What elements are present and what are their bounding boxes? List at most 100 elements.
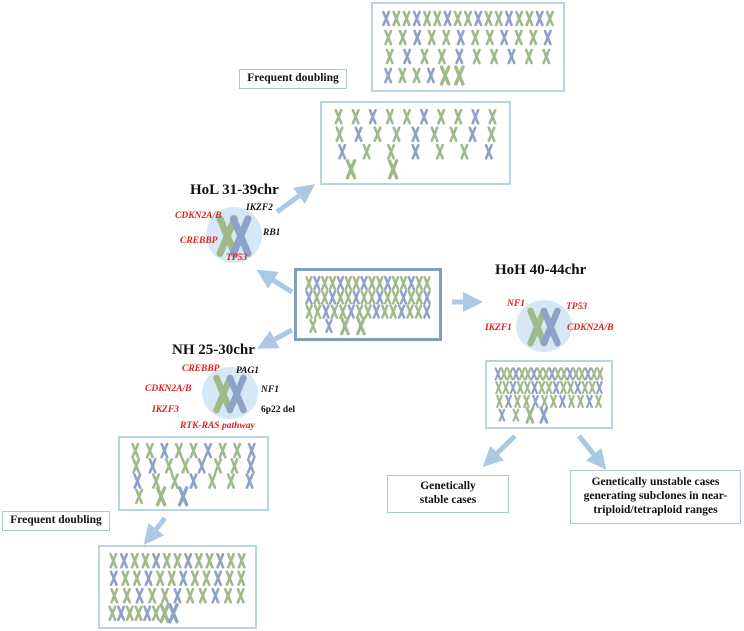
chromosome [204,442,213,459]
chromosome [162,552,171,569]
chromosome [121,570,130,587]
chromosome [237,552,246,569]
chromosome-pair [213,374,247,414]
chromosome [535,10,544,27]
chromosome [237,570,246,587]
chromosome [423,290,431,305]
chromosome [245,473,254,489]
chromosome [383,290,392,305]
chromosome [411,126,420,143]
chromosome [514,394,521,408]
chromosome [131,442,140,459]
chromosome [110,587,119,604]
chromosome [442,29,451,46]
chromosome [484,10,493,27]
chromosome [495,381,503,395]
chromosome [168,603,179,624]
chromosome [335,126,344,143]
chromosome [531,381,539,395]
chromosome [437,108,446,125]
chromosome [559,394,566,408]
chromosome [559,381,567,395]
chromosome [143,605,152,622]
chromosome [487,126,496,143]
chromosome-set [494,367,604,424]
chromosome [568,394,575,408]
chromosome [376,290,384,305]
chromosome [454,65,465,86]
chromosome [596,367,604,381]
chromosome [330,304,339,319]
chromosome [145,442,154,459]
chromosome [208,473,217,489]
chromosome [415,290,423,305]
chromosome [159,603,170,624]
chromosome [177,486,189,507]
chromosome [246,458,255,474]
chromosome [509,381,517,395]
chromosome [338,143,347,160]
chromosome [233,442,242,459]
chromosome [226,552,235,569]
chromosome [173,587,182,604]
chromosome [507,48,516,65]
chromosome [502,381,510,395]
chromosome [167,570,176,587]
chromosome [247,442,256,459]
chromosome [584,367,592,381]
arrow-nh-to-doubled [143,516,167,545]
chromosome [368,290,376,305]
hoh-gene-cdkn2ab: CDKN2A/B [567,323,614,333]
hol-gene-rb1: RB1 [263,228,281,238]
chromosome [189,442,198,459]
chromosome [536,367,544,381]
hol-gene-ikzf2: IKZF2 [246,203,273,213]
chromosome-pair [216,215,252,257]
chromosome [474,10,483,27]
chromosome [230,458,239,474]
chromosome [552,381,560,395]
nh-gene-rtk-ras: RTK-RAS pathway [180,421,255,431]
chromosome [538,381,546,395]
chromosome [134,605,143,622]
chromosome [179,570,188,587]
nh-gene-ikzf3: IKZF3 [152,405,179,415]
nh-gene-6p22-del: 6p22 del [261,405,296,415]
hoh-gene-ikzf1: IKZF1 [485,323,512,333]
chromosome [542,48,551,65]
chromosome [309,318,317,334]
chromosome [498,408,506,422]
chromosome [135,587,144,604]
chromosome [484,143,493,160]
chromosome [218,442,227,459]
hoh-gene-nf1: NF1 [507,299,525,309]
nh-gene-nf1: NF1 [261,385,279,395]
chromosome [340,316,350,336]
chromosome [313,275,321,291]
chromosome-set [108,552,246,624]
chromosome [471,29,480,46]
genetically-stable-label: Genetically stable cases [387,475,509,513]
chromosome [586,394,593,408]
chromosome [328,275,337,291]
chromosome [426,67,435,84]
chromosome [202,570,211,587]
chromosome [392,126,401,143]
chromosome [411,143,420,160]
hoh-title: HoH 40-44chr [495,262,587,278]
chromosome [387,143,396,160]
chromosome [164,458,173,474]
chromosome [320,275,329,291]
chromosome [471,108,480,125]
chromosome [427,29,436,46]
chromosome [567,381,575,395]
chromosome [134,488,144,505]
chromosome [500,367,508,381]
chromosome [590,367,598,381]
hol-title: HoL 31-39chr [190,182,279,198]
chromosome [581,381,589,395]
chromosome [500,29,509,46]
hol-gene-tp53: TP53 [226,253,248,263]
